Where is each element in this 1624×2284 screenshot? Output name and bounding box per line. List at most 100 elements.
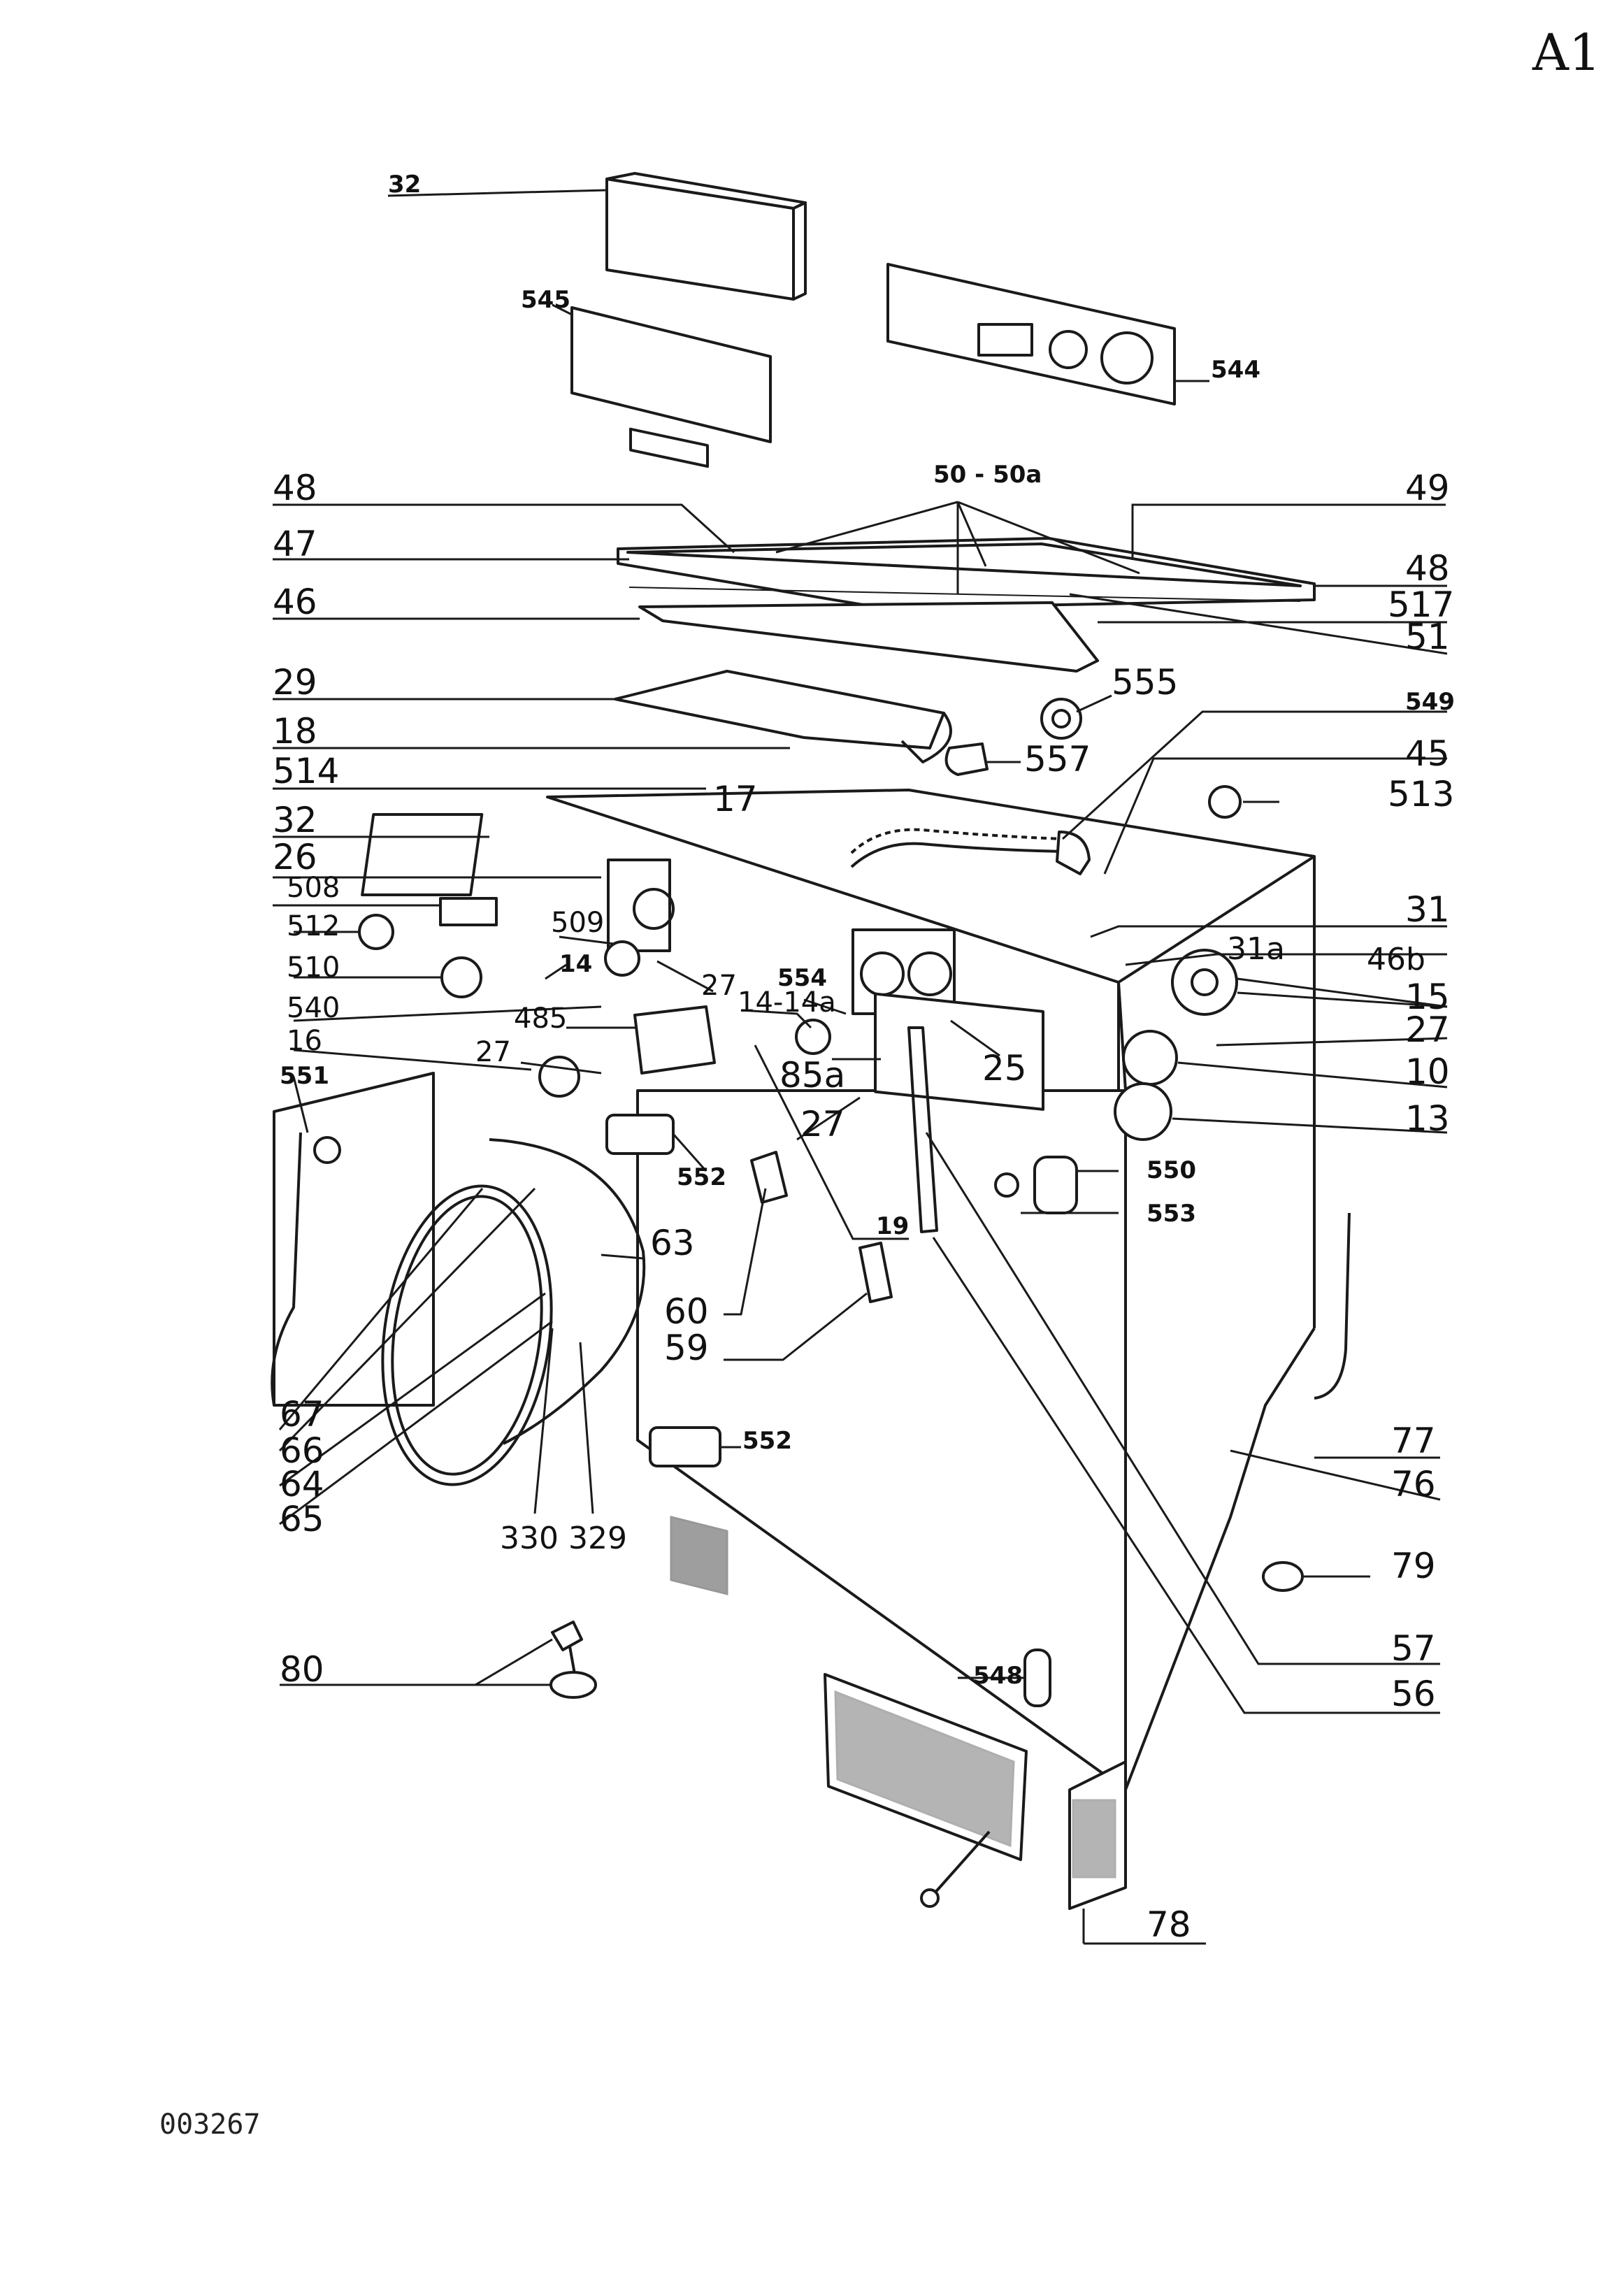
callout-67: 67 [280, 1394, 324, 1435]
clip-557-icon [944, 742, 989, 776]
callout-48-right: 48 [1405, 548, 1450, 589]
callout-27-left: 27 [475, 1036, 511, 1068]
callout-80: 80 [280, 1649, 324, 1690]
callout-10: 10 [1405, 1051, 1450, 1092]
callout-26: 26 [273, 837, 317, 877]
callout-45: 45 [1405, 733, 1450, 774]
callout-29: 29 [273, 662, 317, 703]
callout-27-right: 27 [1405, 1010, 1450, 1050]
sheet-id: A1 [1532, 23, 1601, 82]
callout-551: 551 [280, 1062, 329, 1090]
slot-548-icon [1023, 1649, 1051, 1707]
side-rail-77-icon [1314, 1212, 1351, 1400]
panel-545-icon [570, 306, 772, 468]
callout-19: 19 [876, 1212, 909, 1240]
callout-16: 16 [287, 1025, 322, 1057]
knob-16-icon [538, 1056, 580, 1098]
callout-27-mid: 27 [800, 1104, 845, 1144]
callout-554: 554 [777, 964, 827, 992]
callout-510: 510 [287, 951, 340, 984]
hose-549-icon [850, 828, 1091, 875]
callout-51: 51 [1405, 617, 1450, 657]
ring-10-icon [1122, 1030, 1178, 1086]
callout-79: 79 [1391, 1546, 1436, 1586]
callout-64: 64 [280, 1464, 324, 1504]
callout-17: 17 [713, 779, 758, 819]
callout-49: 49 [1405, 468, 1450, 508]
kick-strip-icon [670, 1516, 728, 1595]
callout-50-50a: 50 - 50a [933, 461, 1042, 489]
callout-555: 555 [1112, 662, 1178, 703]
callout-85a: 85a [779, 1055, 845, 1096]
callout-48-left: 48 [273, 468, 317, 508]
drawing-number: 003267 [159, 2109, 261, 2141]
knob-509-icon [604, 940, 640, 977]
callout-57: 57 [1391, 1628, 1436, 1669]
callout-25: 25 [982, 1048, 1027, 1089]
top-cover-icon [614, 537, 1316, 763]
grille-icon [824, 1673, 1028, 1861]
latch-60-icon [750, 1151, 788, 1204]
callout-59: 59 [664, 1328, 709, 1368]
callout-77: 77 [1391, 1421, 1436, 1461]
callout-47: 47 [273, 524, 317, 564]
callout-517: 517 [1388, 584, 1454, 625]
hinge-552-bottom-icon [649, 1426, 721, 1467]
callout-63: 63 [650, 1223, 695, 1263]
callout-76: 76 [1391, 1464, 1436, 1504]
callout-545: 545 [521, 286, 570, 314]
callout-329: 329 [568, 1521, 627, 1556]
porthole-door-icon [381, 1138, 646, 1486]
bushing-555-icon [1040, 698, 1082, 740]
switch-508-icon [439, 897, 498, 926]
screw-icon [920, 1830, 991, 1908]
callout-548: 548 [973, 1662, 1023, 1690]
callout-46: 46 [273, 582, 317, 622]
callout-46b: 46b [1367, 942, 1425, 977]
callout-514: 514 [273, 751, 339, 791]
callout-508: 508 [287, 872, 340, 904]
foot-79-icon [1262, 1561, 1304, 1592]
callout-15: 15 [1405, 977, 1450, 1017]
callout-553: 553 [1147, 1200, 1196, 1228]
callout-65: 65 [280, 1499, 324, 1539]
adjustable-foot-icon [549, 1621, 597, 1699]
callout-27-upper: 27 [701, 970, 737, 1002]
callout-31a: 31a [1227, 931, 1285, 967]
hinge-552-top-icon [605, 1114, 675, 1155]
callout-512: 512 [287, 910, 340, 942]
relay-485-icon [633, 1005, 716, 1075]
ring-15-icon [1171, 949, 1238, 1016]
callout-78: 78 [1147, 1904, 1191, 1945]
callout-330: 330 [500, 1521, 559, 1556]
knob-554-icon [795, 1019, 831, 1055]
leader-lines [273, 189, 1448, 1945]
panel-544-icon [886, 263, 1176, 405]
callout-509: 509 [551, 907, 604, 939]
control-panel-32-icon [605, 172, 807, 379]
cap-13-icon [1114, 1082, 1172, 1141]
callout-513: 513 [1388, 774, 1454, 814]
callout-60: 60 [664, 1291, 709, 1332]
side-panel-551-icon [271, 1072, 435, 1407]
callout-485: 485 [514, 1003, 567, 1035]
callout-552-bottom: 552 [742, 1427, 792, 1455]
rod-56-57-icon [907, 1026, 938, 1233]
callout-557: 557 [1024, 739, 1091, 780]
callout-544: 544 [1211, 356, 1260, 384]
control-housing-icon [361, 813, 1044, 1111]
cabinet-icon [546, 789, 1316, 1910]
callout-550: 550 [1147, 1156, 1196, 1184]
hinge-plate-550-icon [994, 1156, 1078, 1214]
callout-labels: 32 545 544 48 50 - 50a 49 47 48 46 517 5… [273, 171, 1455, 1945]
callout-13: 13 [1405, 1098, 1450, 1139]
callout-56: 56 [1391, 1674, 1436, 1714]
callout-14: 14 [559, 950, 592, 978]
callout-14-14a: 14-14a [738, 986, 836, 1019]
latch-59-icon [858, 1242, 893, 1303]
cap-513-icon [1208, 785, 1242, 819]
callout-540: 540 [287, 992, 340, 1024]
callout-32-top: 32 [388, 171, 421, 199]
callout-31: 31 [1405, 889, 1450, 930]
